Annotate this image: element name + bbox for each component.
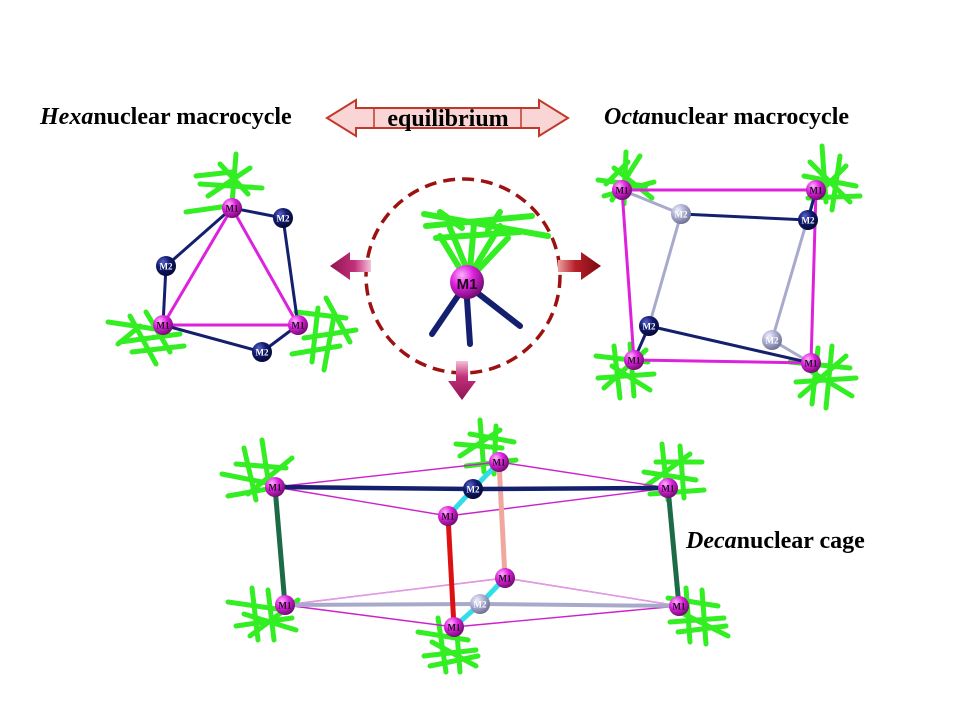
central-m1-complex: M1 <box>364 177 562 375</box>
hexa-m1-atom-sphere <box>288 315 308 335</box>
m1-atom-label: M1 <box>457 276 478 293</box>
hexa-m1-atom-sphere <box>222 198 242 218</box>
equilibrium-label: equilibrium <box>387 106 508 132</box>
hexa-m2-atom-sphere <box>252 342 272 362</box>
equilibrium-arrow: equilibrium <box>325 98 570 138</box>
octa-m1-atom-sphere <box>624 350 644 370</box>
octa-m1-atom-sphere <box>612 180 632 200</box>
octa-m2-atom-label: M2 <box>643 322 656 332</box>
hexa-m1-atom-label: M1 <box>292 321 305 331</box>
hexa-m1-atom: M1 <box>288 315 308 335</box>
deca-m1-atom-sphere <box>444 617 464 637</box>
hexa-m2-atom-sphere <box>273 208 293 228</box>
octa-m1-atom-label: M1 <box>616 186 629 196</box>
hexa-m2-atom: M2 <box>273 208 293 228</box>
arrow-left <box>330 252 371 280</box>
deca-m1-atom-label: M1 <box>279 601 292 611</box>
hexa-m1-atom-label: M1 <box>157 321 170 331</box>
deca-m1-atom-label: M1 <box>493 458 506 468</box>
octa-m1-atom: M1 <box>612 180 632 200</box>
deca-m1-atom-sphere <box>438 506 458 526</box>
deca-m1-atom: M1 <box>444 617 464 637</box>
octa-m2-atom-sphere <box>798 210 818 230</box>
deca-m2-atom-label: M2 <box>474 600 487 610</box>
octa-m2-atom: M2 <box>671 204 691 224</box>
hexanuclear-macrocycle-label: Hexanuclear macrocycle <box>40 104 292 130</box>
deca-m1-atom-label: M1 <box>673 602 686 612</box>
octa-m2-atom-sphere <box>671 204 691 224</box>
deca-m1-atom: M1 <box>658 478 678 498</box>
octa-m1-atom-sphere <box>801 353 821 373</box>
octa-m2-atom: M2 <box>798 210 818 230</box>
octa-m1-atom: M1 <box>801 353 821 373</box>
deca-m1-atom: M1 <box>669 596 689 616</box>
deca-m1-atom: M1 <box>275 595 295 615</box>
deca-m1-atom-sphere <box>495 568 515 588</box>
deca-m1-atom: M1 <box>495 568 515 588</box>
hexa-m1-atom: M1 <box>153 315 173 335</box>
m1-atom <box>450 265 484 299</box>
deca-m2-atom: M2 <box>463 479 483 499</box>
deca-m1-atom-sphere <box>265 477 285 497</box>
arrow-down <box>448 361 476 400</box>
octa-m2-atom-label: M2 <box>766 336 779 346</box>
octa-m1-atom-label: M1 <box>628 356 641 366</box>
decanuclear-cage-label: Decanuclear cage <box>686 528 865 554</box>
octa-m2-atom: M2 <box>639 316 659 336</box>
octa-m1-atom-sphere <box>806 180 826 200</box>
hexa-m2-atom: M2 <box>156 256 176 276</box>
deca-m2-atom-label: M2 <box>467 485 480 495</box>
octanuclear-macrocycle-label: Octanuclear macrocycle <box>604 104 850 130</box>
deca-m1-atom-label: M1 <box>448 623 461 633</box>
octa-m1-atom: M1 <box>806 180 826 200</box>
hexa-m2-atom-sphere <box>156 256 176 276</box>
hexa-m2-atom-label: M2 <box>277 214 290 224</box>
deca-m1-atom: M1 <box>265 477 285 497</box>
deca-m1-atom: M1 <box>438 506 458 526</box>
hexa-m1-atom: M1 <box>222 198 242 218</box>
octa-m2-atom-label: M2 <box>802 216 815 226</box>
octa-m2-atom-label: M2 <box>675 210 688 220</box>
deca-m2-atom: M2 <box>470 594 490 614</box>
decanuclear-cage <box>219 417 731 675</box>
octa-m2-atom-sphere <box>762 330 782 350</box>
hexa-m2-atom: M2 <box>252 342 272 362</box>
arrow-right <box>558 252 601 280</box>
octa-m1-atom-label: M1 <box>805 359 818 369</box>
deca-m1-atom: M1 <box>489 452 509 472</box>
hexa-m1-atom-label: M1 <box>226 204 239 214</box>
hexa-m1-atom-sphere <box>153 315 173 335</box>
deca-m1-atom-sphere <box>489 452 509 472</box>
octa-m2-atom: M2 <box>762 330 782 350</box>
hexa-m2-atom-label: M2 <box>256 348 269 358</box>
deca-m1-atom-label: M1 <box>662 484 675 494</box>
deca-m1-atom-sphere <box>669 596 689 616</box>
octa-m2-atom-sphere <box>639 316 659 336</box>
deca-m2-atom-sphere <box>470 594 490 614</box>
deca-m1-atom-label: M1 <box>442 512 455 522</box>
octa-m1-atom-label: M1 <box>810 186 823 196</box>
deca-m1-atom-sphere <box>275 595 295 615</box>
deca-m1-atom-sphere <box>658 478 678 498</box>
hexanuclear-macrocycle <box>105 151 359 373</box>
deca-m2-atom-sphere <box>463 479 483 499</box>
deca-m1-atom-label: M1 <box>499 574 512 584</box>
octa-m1-atom: M1 <box>624 350 644 370</box>
deca-m1-atom-label: M1 <box>269 483 282 493</box>
hexa-m2-atom-label: M2 <box>160 262 173 272</box>
